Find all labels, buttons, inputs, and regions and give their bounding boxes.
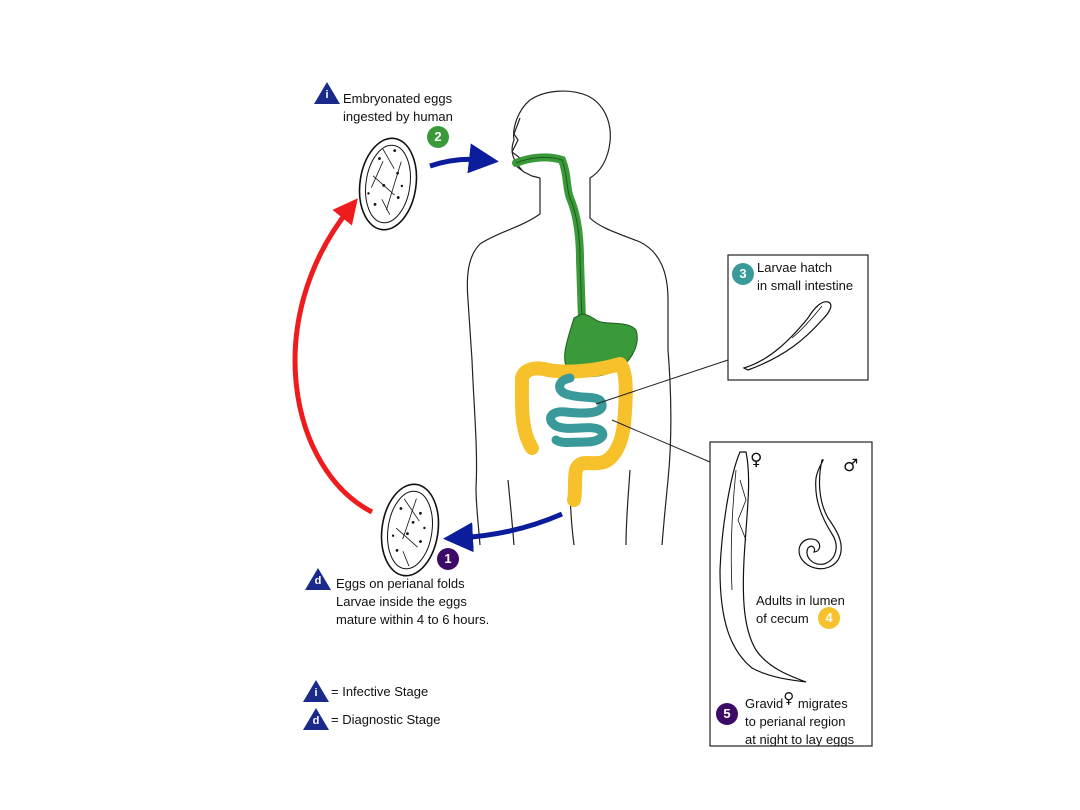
male-worm-drawing — [798, 459, 842, 570]
small-intestine — [546, 373, 608, 447]
diagnostic-stage-triangle-bottom — [305, 568, 331, 590]
stage-2-badge: 2 — [427, 126, 449, 148]
legend-infective-triangle — [303, 680, 329, 702]
egg-perianal — [380, 483, 440, 577]
stage-4-label: Adults in lumen of cecum — [756, 593, 845, 626]
stage-2-label: Embryonated eggs ingested by human — [343, 91, 453, 124]
arrow-ingestion — [429, 143, 499, 174]
male-symbol: ♂ — [843, 456, 859, 476]
legend-infective-letter: i — [314, 687, 318, 699]
larva-drawing — [742, 301, 832, 371]
gravid-female-symbol: ♀ — [783, 689, 795, 707]
stage-5-label: Gravid♀ migrates to perianal region at n… — [745, 689, 855, 747]
stage-5-badge: 5 — [716, 703, 738, 725]
female-symbol: ♀ — [750, 450, 763, 470]
stage-1-label: Eggs on perianal folds Larvae inside the… — [336, 576, 490, 627]
legend-diagnostic-triangle — [303, 708, 329, 730]
esophagus-inner — [515, 156, 583, 321]
esophagus — [512, 153, 586, 324]
stage-3-badge: 3 — [732, 263, 754, 285]
human-body-outline-left — [466, 178, 541, 546]
infective-marker-letter: i — [325, 89, 329, 101]
infective-stage-triangle-top — [314, 82, 340, 104]
arrow-egg-deposition — [443, 511, 564, 553]
legend-diagnostic-letter: d — [312, 715, 320, 727]
stage-4-badge: 4 — [818, 607, 840, 629]
arrow-cycle-return — [292, 198, 374, 515]
large-intestine — [514, 357, 633, 507]
legend-diagnostic-label: = Diagnostic Stage — [331, 712, 441, 727]
human-body-outline — [511, 90, 672, 546]
human-face-profile — [511, 117, 541, 179]
leader-line-adults — [611, 419, 711, 463]
egg-embryonated — [358, 137, 418, 231]
diagnostic-marker-letter: d — [314, 575, 322, 587]
female-worm-drawing — [719, 451, 807, 683]
stage-1-badge: 1 — [437, 548, 459, 570]
stage-3-label: Larvae hatch in small intestine — [757, 260, 854, 293]
leader-line-larvae — [595, 359, 729, 405]
legend-infective-label: = Infective Stage — [331, 684, 429, 699]
